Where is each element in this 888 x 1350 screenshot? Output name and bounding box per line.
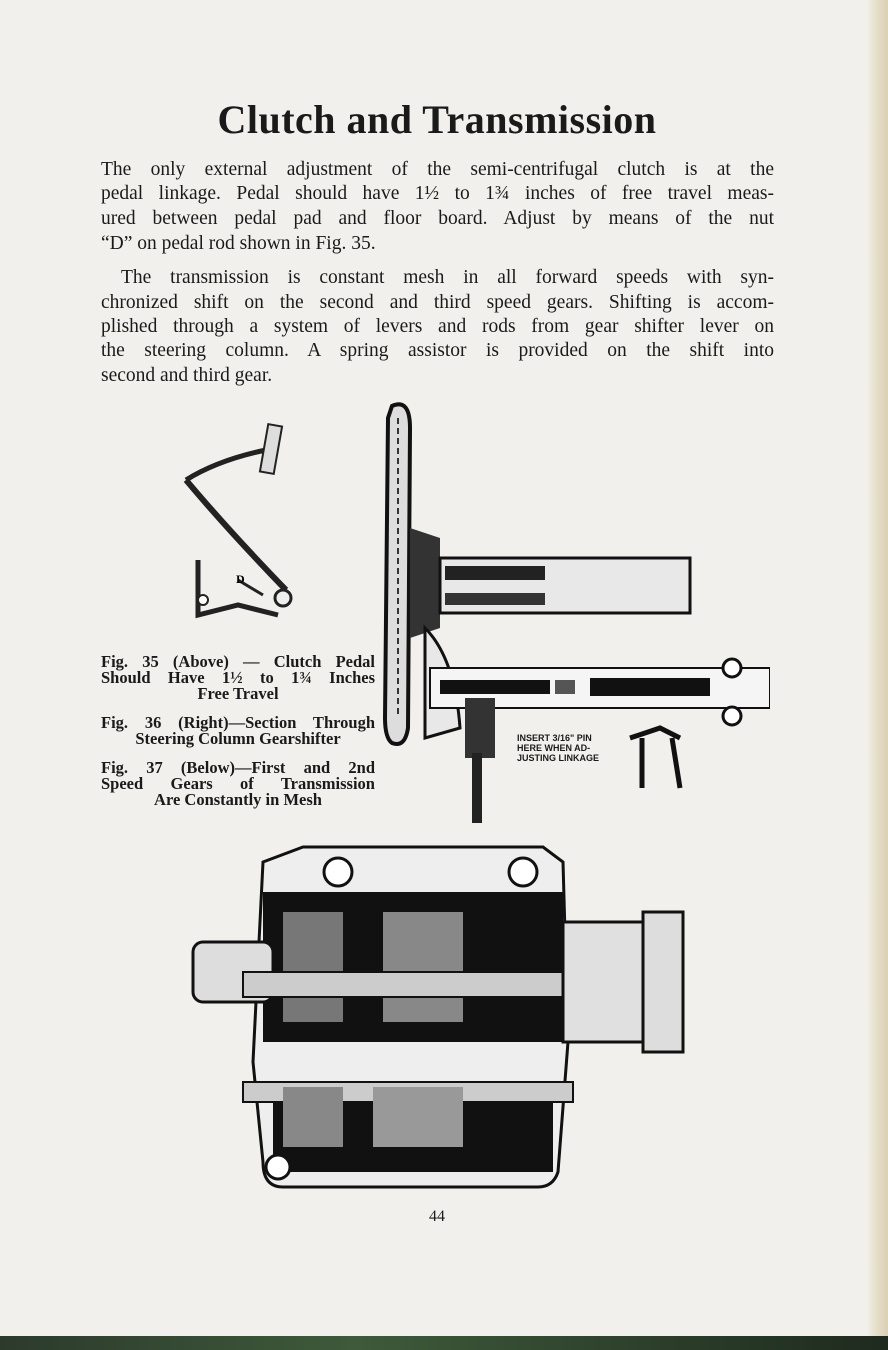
insert-pin-note: INSERT 3/16" PIN HERE WHEN AD- JUSTING L… xyxy=(517,733,599,763)
caption-line: Speed Gears of Transmission xyxy=(101,774,375,793)
paragraph-1-line: pedal linkage. Pedal should have 1½ to 1… xyxy=(101,183,774,204)
scan-bottom-edge xyxy=(0,1336,888,1350)
page-number: 44 xyxy=(429,1208,445,1225)
caption-line: Are Constantly in Mesh xyxy=(154,790,322,809)
page-edge xyxy=(868,0,888,1350)
paragraph-1-line: “D” on pedal rod shown in Fig. 35. xyxy=(101,233,376,254)
paragraph-2-line: The transmission is constant mesh in all… xyxy=(121,267,774,288)
fig36-caption: Fig. 36 (Right)—Section Through Steering… xyxy=(101,713,375,748)
caption-line: Fig. 36 (Right)—Section Through xyxy=(101,713,375,732)
insert-note-line: JUSTING LINKAGE xyxy=(517,753,600,763)
fig37-caption: Fig. 37 (Below)—First and 2nd Speed Gear… xyxy=(101,758,375,809)
paragraph-1-line: ured between pedal pad and floor board. … xyxy=(101,208,774,229)
paragraph-2-line: the steering column. A spring assistor i… xyxy=(101,340,774,361)
paragraph-2-line: chronized shift on the second and third … xyxy=(101,292,774,313)
caption-line: Should Have 1½ to 1¾ Inches xyxy=(101,668,375,687)
clutch-pedal-illustration: D xyxy=(183,422,293,619)
paragraph-2-line: second and third gear. xyxy=(101,365,273,386)
caption-line: Fig. 37 (Below)—First and 2nd xyxy=(101,758,375,777)
paragraph-2-line: plished through a system of levers and r… xyxy=(101,316,774,337)
fig35-caption: Fig. 35 (Above) — Clutch Pedal Should Ha… xyxy=(101,652,375,703)
nut-d-label: D xyxy=(236,572,245,586)
transmission-illustration xyxy=(191,845,685,1189)
insert-note-line: HERE WHEN AD- xyxy=(517,743,591,753)
steering-column-illustration xyxy=(382,402,770,823)
caption-line: Fig. 35 (Above) — Clutch Pedal xyxy=(101,652,375,671)
caption-line: Free Travel xyxy=(197,684,279,703)
page-title: Clutch and Transmission xyxy=(217,97,657,142)
paragraph-1-line: The only external adjustment of the semi… xyxy=(101,159,774,180)
insert-note-line: INSERT 3/16" PIN xyxy=(517,733,592,743)
caption-line: Steering Column Gearshifter xyxy=(135,729,341,748)
